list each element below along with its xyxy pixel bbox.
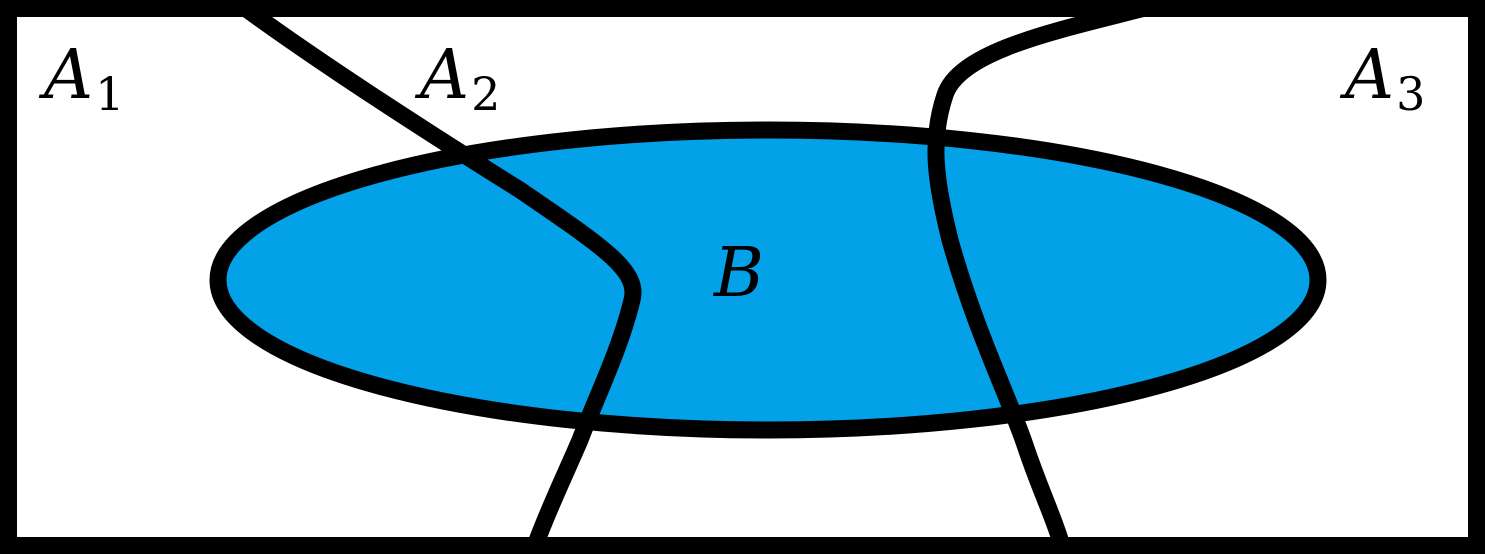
region-label-a1: A1 [44,42,124,118]
set-b-ellipse [209,121,1327,439]
region-label-a2-letter: A [420,36,470,115]
region-label-a1-subscript: 1 [95,67,125,121]
region-label-a2: A2 [420,42,500,118]
region-label-a3: A3 [1345,42,1425,118]
partition-line-a2-a3 [927,0,1148,549]
region-label-a3-subscript: 3 [1396,67,1426,121]
region-label-a3-letter: A [1345,36,1395,115]
set-label-b: B [714,234,764,313]
region-label-a2-subscript: 2 [471,67,501,121]
partition-line-a1-a2 [239,1,642,549]
region-label-a1-letter: A [44,36,94,115]
